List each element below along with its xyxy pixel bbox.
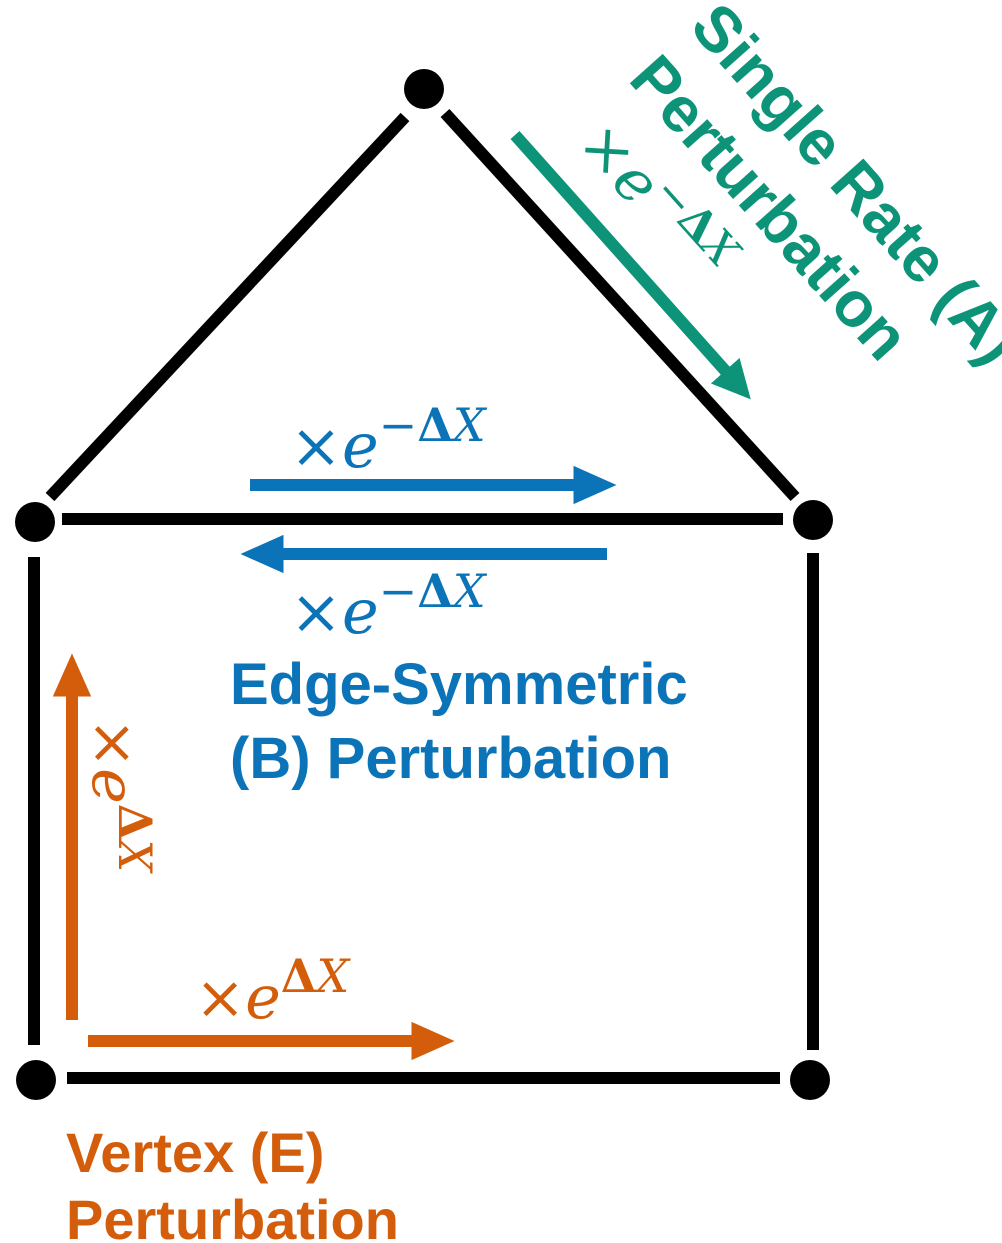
- vertex-horizontal-factor: ×eΔX: [195, 949, 352, 1033]
- single-rate-arrow: [510, 131, 751, 400]
- vertex-bottom-right: [790, 1060, 830, 1100]
- edge-symmetric-backward-factor: ×e−ΔX: [290, 564, 488, 648]
- edge-apex-to-right-middle: [440, 108, 800, 502]
- vertex-label-line1: Vertex (E): [66, 1121, 324, 1184]
- single-rate-perturbation: ×e−ΔX Single Rate (A) Perturbation: [510, 0, 1002, 400]
- edge-symmetric-label-line2: (B) Perturbation: [230, 726, 671, 791]
- edge-apex-to-left-middle: [45, 112, 410, 502]
- vertex-right-middle: [793, 500, 833, 540]
- vertex-label-line2: Perturbation: [66, 1188, 399, 1243]
- graph-vertices: [15, 69, 833, 1100]
- edge-symmetric-perturbation: ×e−ΔX ×e−ΔX Edge-Symmetric (B) Perturbat…: [230, 398, 688, 791]
- edge-symmetric-forward-factor: ×e−ΔX: [290, 398, 488, 482]
- edge-symmetric-label-line1: Edge-Symmetric: [230, 652, 688, 717]
- vertex-left-middle: [15, 502, 55, 542]
- graph-edges: [28, 108, 819, 1084]
- vertex-perturbation: ×eΔX ×eΔX Vertex (E) Perturbation: [52, 653, 455, 1243]
- vertex-apex: [404, 69, 444, 109]
- vertex-vertical-factor: ×eΔX: [78, 718, 162, 875]
- vertex-bottom-left: [16, 1060, 56, 1100]
